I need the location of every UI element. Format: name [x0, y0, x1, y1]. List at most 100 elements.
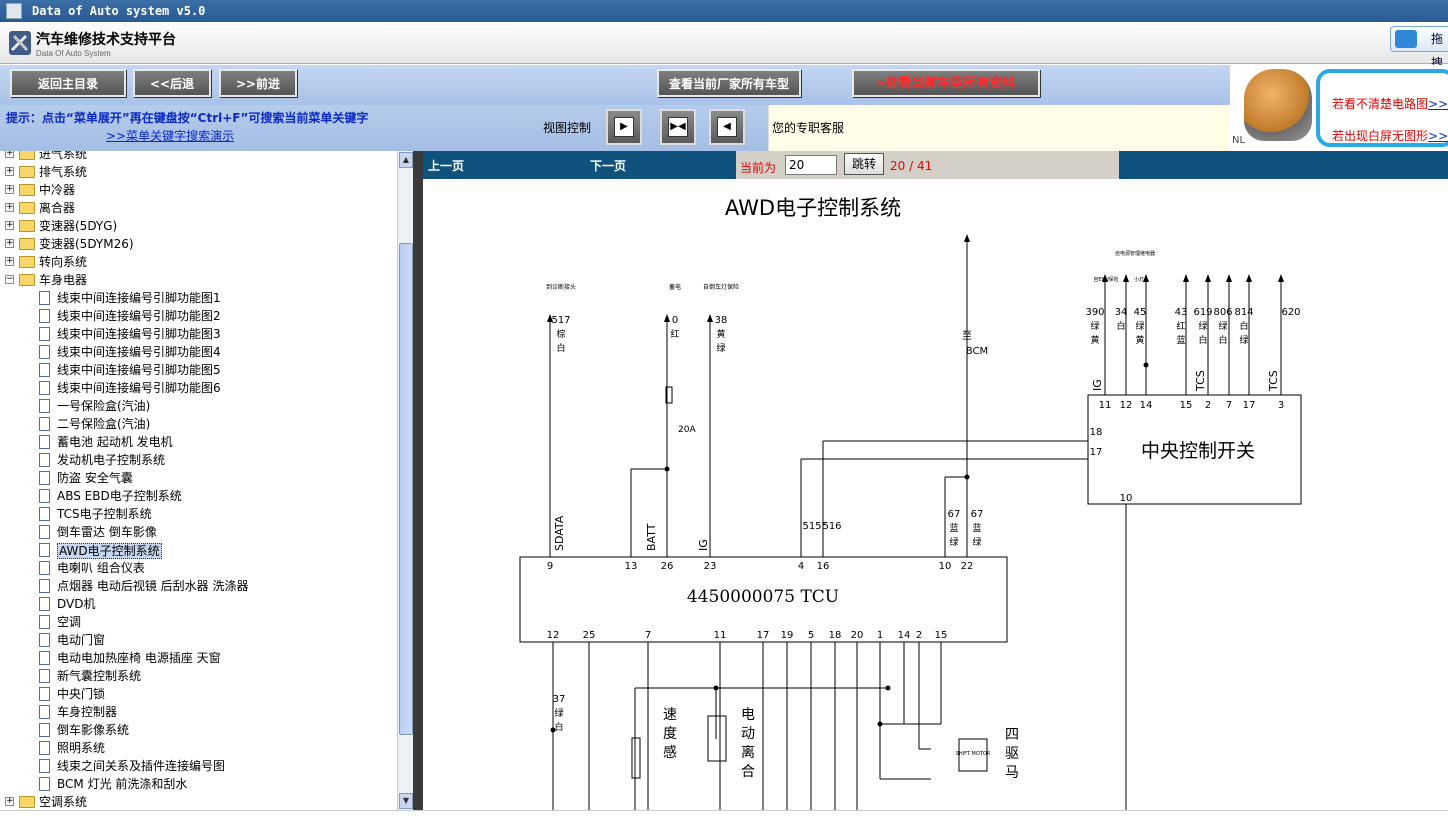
tree-leaf[interactable]: 车身控制器 — [0, 703, 396, 721]
tree-leaf[interactable]: 线束中间连接编号引脚功能图2 — [0, 307, 396, 325]
tcu-pin: 16 — [817, 561, 830, 572]
tree-item-label: 排气系统 — [39, 165, 88, 179]
scroll-down-icon[interactable]: ▼ — [399, 793, 413, 809]
tree-folder[interactable]: + 排气系统 — [0, 163, 396, 181]
scroll-thumb[interactable] — [399, 243, 413, 735]
tree-leaf[interactable]: 二号保险盒(汽油) — [0, 415, 396, 433]
switch-pin: 15 — [1180, 400, 1193, 411]
window-titlebar: Data of Auto system v5.0 — [0, 0, 1448, 22]
tree-leaf[interactable]: ABS EBD电子控制系统 — [0, 487, 396, 505]
tree-leaf[interactable]: 中央门锁 — [0, 685, 396, 703]
tree-leaf[interactable]: 线束中间连接编号引脚功能图3 — [0, 325, 396, 343]
expand-icon[interactable]: + — [5, 256, 14, 266]
forward-button[interactable]: >>前进 — [219, 69, 297, 97]
tree-leaf[interactable]: BCM 灯光 前洗涤和刮水 — [0, 775, 396, 793]
collapse-icon[interactable]: − — [5, 274, 14, 284]
all-models-button[interactable]: 查看当前厂家所有车型 — [657, 69, 801, 97]
sdata-label: SDATA — [553, 515, 566, 551]
tree-item-label: 空调系统 — [39, 795, 88, 809]
tree-item-label: 线束中间连接编号引脚功能图2 — [57, 309, 221, 323]
tree-leaf[interactable]: AWD电子控制系统 — [0, 541, 396, 559]
tree-leaf[interactable]: 线束中间连接编号引脚功能图4 — [0, 343, 396, 361]
tree-leaf[interactable]: 新气囊控制系统 — [0, 667, 396, 685]
tree-folder[interactable]: +中冷器 — [0, 181, 396, 199]
next-page-link[interactable]: 下一页 — [590, 159, 627, 173]
expand-icon[interactable]: + — [5, 166, 14, 176]
tree-leaf[interactable]: 线束中间连接编号引脚功能图1 — [0, 289, 396, 307]
tree-leaf[interactable]: 照明系统 — [0, 739, 396, 757]
switch-label: 中央控制开关 — [1141, 440, 1255, 462]
tree-item-label: 电喇叭 组合仪表 — [57, 561, 145, 575]
tree-folder[interactable]: + 空调系统 — [0, 793, 396, 810]
view-control-label: 视图控制 — [543, 121, 592, 135]
back-button[interactable]: <<后退 — [133, 69, 211, 97]
expand-icon[interactable]: + — [5, 202, 14, 212]
tcu-pin: 26 — [661, 561, 674, 572]
expand-icon[interactable]: + — [5, 220, 14, 230]
tree-leaf[interactable]: DVD机 — [0, 595, 396, 613]
tree-leaf[interactable]: 防盗 安全气囊 — [0, 469, 396, 487]
wire-color: 白 — [1116, 320, 1125, 332]
tree-leaf[interactable]: 发动机电子控制系统 — [0, 451, 396, 469]
promo-line-2-link[interactable]: >> — [1428, 129, 1448, 143]
status-bar — [0, 810, 1448, 835]
jump-button[interactable]: 跳转 — [844, 153, 884, 175]
scroll-up-icon[interactable]: ▲ — [399, 152, 413, 168]
promo-line-1-link[interactable]: >> — [1428, 97, 1448, 111]
tree-leaf[interactable]: 线束中间连接编号引脚功能图5 — [0, 361, 396, 379]
tree-leaf[interactable]: TCS电子控制系统 — [0, 505, 396, 523]
search-demo-link[interactable]: >>菜单关键字搜索演示 — [106, 129, 235, 143]
tree-leaf[interactable]: 倒车影像系统 — [0, 721, 396, 739]
expand-icon[interactable]: + — [5, 151, 14, 158]
wiring-diagram: AWD电子控制系统 4450000075 TCU 中央控制开关 — [519, 196, 1302, 810]
document-icon — [39, 309, 50, 323]
drag-button[interactable]: 拖拽 — [1390, 26, 1448, 70]
document-icon — [39, 561, 50, 575]
tree-leaf[interactable]: 线束中间连接编号引脚功能图6 — [0, 379, 396, 397]
tree-leaf[interactable]: 蓄电池 起动机 发电机 — [0, 433, 396, 451]
clutch-symbol — [707, 715, 727, 762]
tree-folder[interactable]: +离合器 — [0, 199, 396, 217]
tree-folder[interactable]: +变速器(5DYG) — [0, 217, 396, 235]
tree-folder[interactable]: +进气系统 — [0, 151, 396, 163]
expand-icon[interactable]: + — [5, 184, 14, 194]
expand-right-button[interactable]: ▶ — [606, 109, 642, 145]
tcu-pin: 12 — [547, 630, 560, 641]
app-header: 汽车维修技术支持平台 Data Of Auto System 拖拽 — [0, 22, 1448, 70]
tree-folder[interactable]: +转向系统 — [0, 253, 396, 271]
tree-leaf[interactable]: 电动电加热座椅 电源插座 天窗 — [0, 649, 396, 667]
tree-leaf[interactable]: 电喇叭 组合仪表 — [0, 559, 396, 577]
wire-color: 白 — [1239, 320, 1248, 332]
folder-icon — [19, 151, 35, 160]
wire-color: 绿 — [1239, 334, 1248, 346]
pane-splitter[interactable] — [413, 151, 423, 810]
split-view-button[interactable]: ▶◀ — [660, 109, 696, 145]
expand-icon[interactable]: + — [5, 796, 14, 806]
tree-leaf[interactable]: 空调 — [0, 613, 396, 631]
document-icon — [39, 633, 50, 647]
switch-pin: 17 — [1090, 447, 1103, 458]
tree-scrollbar[interactable]: ▲ ▼ — [397, 151, 413, 810]
home-button[interactable]: 返回主目录 — [10, 69, 126, 97]
arrow-left-icon: ◀ — [717, 117, 737, 137]
tree-leaf[interactable]: 倒车雷达 倒车影像 — [0, 523, 396, 541]
page-number-input[interactable]: 20 — [785, 155, 837, 175]
tree-leaf[interactable]: 电动门窗 — [0, 631, 396, 649]
expand-icon[interactable]: + — [5, 238, 14, 248]
tree-leaf[interactable]: 线束之间关系及插件连接编号图 — [0, 757, 396, 775]
bcm-to-label: 至 — [962, 330, 972, 342]
expand-left-button[interactable]: ◀ — [709, 109, 745, 145]
pager-bar: 上一页 下一页 当前为 20 跳转 20 / 41 — [423, 151, 1448, 179]
tree-item-label: 线束中间连接编号引脚功能图5 — [57, 363, 221, 377]
prev-page-link[interactable]: 上一页 — [428, 159, 465, 173]
tree-leaf[interactable]: 一号保险盒(汽油) — [0, 397, 396, 415]
tcu-pin: 25 — [583, 630, 596, 641]
tree-leaf[interactable]: 点烟器 电动后视镜 后刮水器 洗涤器 — [0, 577, 396, 595]
all-data-button[interactable]: »查看当前车型所有资料 — [852, 69, 1040, 97]
switch-pin: 12 — [1120, 400, 1133, 411]
wire-arrows — [547, 234, 1284, 733]
tree-folder[interactable]: +变速器(5DYM26) — [0, 235, 396, 253]
search-hint: 提示：点击“菜单展开”再在键盘按“Ctrl+F”可搜索当前菜单关键字 — [6, 111, 369, 125]
tree-folder[interactable]: −车身电器 — [0, 271, 396, 289]
fourwd-motor-label: 四驱马 — [1005, 727, 1019, 781]
